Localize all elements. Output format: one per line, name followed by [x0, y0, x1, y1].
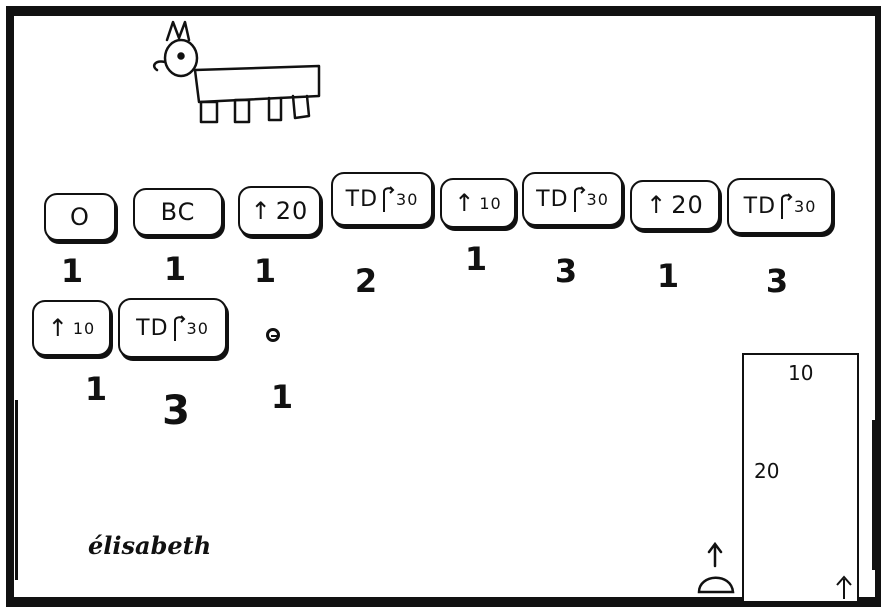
repeat-count: 1 [262, 378, 302, 416]
command-label: TD [136, 316, 168, 341]
command-card-o[interactable]: O [44, 193, 116, 241]
command-label: TD [744, 194, 776, 219]
rotate-arrow-icon [778, 191, 794, 221]
command-value: 30 [396, 190, 418, 209]
turtle-path-panel: 10 20 [742, 353, 859, 603]
command-value: 10 [73, 319, 95, 338]
command-card-turn-right-30[interactable]: TD 30 [727, 178, 833, 234]
up-arrow-icon: ↑ [251, 197, 272, 225]
command-value: 20 [276, 197, 309, 225]
path-label-mid: 20 [754, 459, 779, 483]
command-value: 10 [479, 194, 501, 213]
repeat-count: 1 [456, 240, 496, 278]
command-card-forward-20[interactable]: ↑ 20 [630, 180, 720, 230]
repeat-count: 2 [346, 262, 386, 300]
command-card-turn-right-30[interactable]: TD 30 [522, 172, 623, 226]
repeat-count: 1 [648, 257, 688, 295]
stop-icon[interactable] [266, 328, 280, 342]
signature: élisabeth [88, 531, 211, 560]
frame-line-left [15, 400, 18, 580]
command-label: O [70, 203, 90, 231]
up-arrow-icon: ↑ [646, 191, 667, 219]
command-card-forward-10[interactable]: ↑ 10 [440, 178, 516, 228]
repeat-count: 1 [155, 250, 195, 288]
up-arrow-icon [829, 571, 859, 601]
command-label: TD [346, 187, 378, 212]
repeat-count: 1 [52, 252, 92, 290]
command-label: TD [536, 187, 568, 212]
up-arrow-icon: ↑ [454, 189, 475, 217]
command-card-forward-10[interactable]: ↑ 10 [32, 300, 111, 356]
frame-line-right [872, 420, 875, 570]
rotate-arrow-icon [380, 184, 396, 214]
command-card-turn-right-30[interactable]: TD 30 [118, 298, 227, 358]
repeat-count: 3 [156, 388, 196, 434]
command-value: 30 [187, 319, 209, 338]
path-label-top: 10 [788, 361, 813, 385]
command-card-bc[interactable]: BC [133, 188, 223, 236]
command-value: 30 [794, 197, 816, 216]
turtle-icon [695, 540, 739, 596]
command-card-forward-20[interactable]: ↑ 20 [238, 186, 321, 236]
repeat-count: 1 [76, 370, 116, 408]
repeat-count: 1 [245, 252, 285, 290]
donkey-drawing [145, 18, 325, 128]
command-card-turn-right-30[interactable]: TD 30 [331, 172, 433, 226]
repeat-count: 3 [546, 252, 586, 290]
repeat-count: 3 [757, 262, 797, 300]
command-value: 20 [671, 191, 704, 219]
rotate-arrow-icon [171, 313, 187, 343]
command-label: BC [161, 198, 196, 226]
command-value: 30 [587, 190, 609, 209]
up-arrow-icon: ↑ [48, 314, 69, 342]
rotate-arrow-icon [571, 184, 587, 214]
